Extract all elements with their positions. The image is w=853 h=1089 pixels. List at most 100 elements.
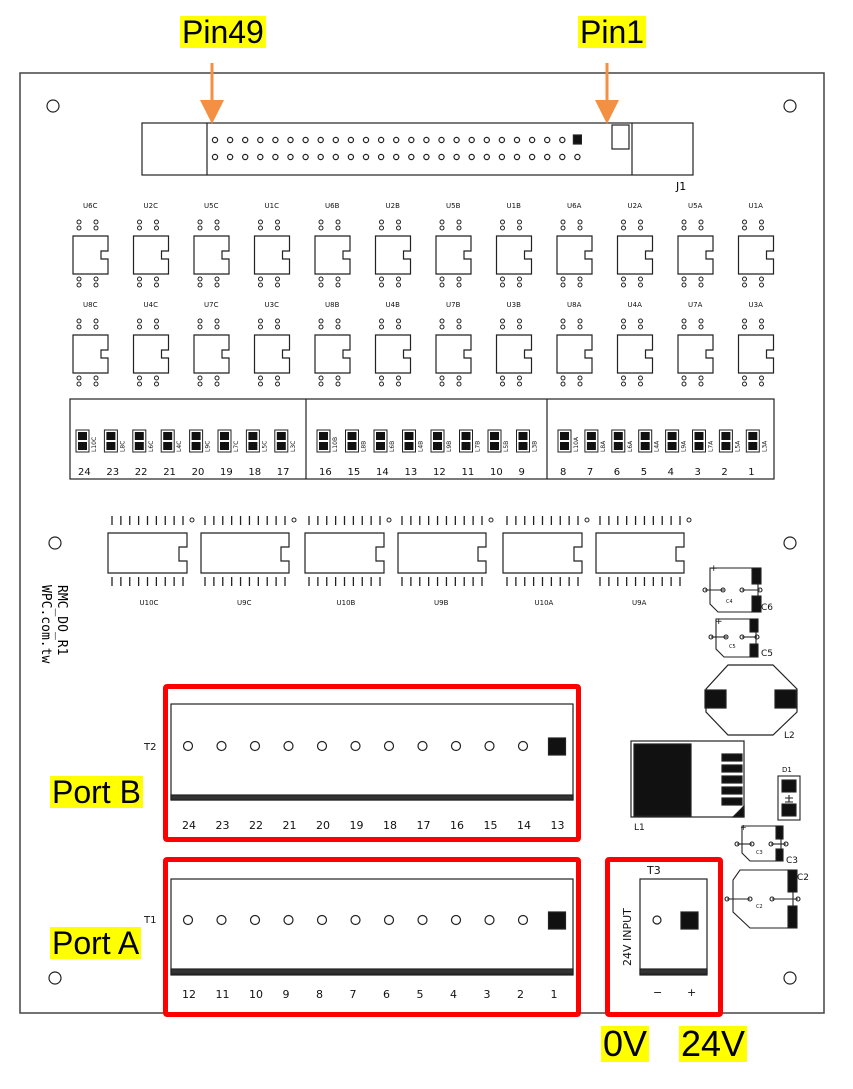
relay-body	[737, 334, 775, 374]
relay-pin	[456, 375, 462, 381]
terminal-pin-number: 21	[283, 819, 297, 832]
relay-pin	[577, 381, 583, 387]
relay-pin	[76, 276, 82, 282]
relay-pin	[759, 375, 764, 381]
j1-pin	[241, 136, 249, 144]
j1-pin	[468, 153, 475, 161]
led-label: L6B	[389, 441, 396, 452]
relay: U4C	[132, 301, 170, 387]
led-label: L4B	[418, 441, 425, 452]
relay-pin	[517, 375, 522, 381]
relay-pin	[742, 375, 747, 381]
led-pad	[106, 432, 116, 440]
relay-pin	[197, 282, 203, 288]
relay-pin	[318, 225, 324, 231]
board-vendor: WPC.com.tw	[38, 585, 53, 663]
d1-label: D1	[782, 766, 792, 774]
terminal-pin-number: 18	[383, 819, 397, 832]
power-input-frame	[605, 857, 723, 1017]
relay-pin	[638, 381, 643, 387]
relay-pin	[379, 381, 384, 387]
relay-pin	[214, 219, 220, 225]
terminal-pin	[216, 914, 227, 926]
relay-pin	[93, 225, 99, 231]
ic-label: U9C	[237, 599, 252, 607]
led-pad	[191, 432, 201, 440]
ic-pin1-marker	[386, 517, 392, 523]
led-channel-number: 15	[348, 467, 361, 478]
led-channel-number: 12	[433, 467, 446, 478]
relay-pin	[621, 381, 626, 387]
relay-pin	[439, 324, 445, 330]
24v-callout: 24V	[679, 1023, 748, 1064]
j1-pin	[362, 136, 370, 144]
relay-pin	[154, 282, 159, 288]
relay-pin	[137, 219, 142, 225]
led-channel-number: 22	[135, 467, 148, 478]
led-pad	[433, 442, 442, 450]
terminal-pin	[249, 740, 261, 752]
relay-body	[556, 235, 593, 275]
relay-pin	[681, 225, 687, 231]
terminal-pin-number: 10	[249, 988, 263, 1001]
led-pad	[319, 442, 328, 450]
relay-pin	[577, 282, 583, 288]
ic-chip: U9B	[397, 516, 494, 607]
relay-pin	[76, 318, 82, 324]
relay-pin	[396, 276, 401, 282]
relay: U5C	[193, 202, 230, 288]
terminal-pin-number: 20	[316, 819, 330, 832]
ic-pin1-marker	[291, 517, 297, 523]
terminal-pin	[383, 914, 395, 926]
relay-pin	[698, 381, 704, 387]
relay-body	[616, 334, 654, 374]
relay-body	[193, 235, 230, 275]
relay-pin	[577, 219, 583, 225]
j1-label: J1	[675, 180, 686, 193]
relay-pin	[214, 225, 220, 231]
j1-connector	[141, 122, 694, 176]
led-pad	[276, 432, 286, 440]
relay-pin	[76, 219, 82, 225]
led-pad	[106, 442, 116, 450]
inductor-l1	[630, 740, 745, 818]
led-channel-number: 10	[490, 467, 503, 478]
led-pad	[376, 442, 385, 450]
relay-pin	[379, 219, 384, 225]
led-label: L6C	[148, 441, 155, 452]
terminal-pin	[283, 740, 294, 752]
j1-pin	[513, 136, 521, 144]
terminal-pin-number: 11	[216, 988, 230, 1001]
led-channel-number: 1	[748, 467, 754, 478]
relay-pin	[742, 324, 747, 330]
relay-pin	[759, 324, 764, 330]
relay-pin	[379, 276, 384, 282]
relay-pin	[335, 324, 341, 330]
led-channel-number: 20	[192, 467, 205, 478]
ic-body	[107, 532, 188, 574]
j1-pin	[559, 153, 566, 161]
relay-pin	[698, 225, 704, 231]
led-pad	[518, 442, 528, 450]
led-pad	[461, 432, 471, 440]
inductor-l2	[704, 664, 798, 736]
led-channel-number: 8	[560, 467, 566, 478]
led-label: L7B	[475, 441, 482, 452]
j1-pin	[483, 153, 490, 161]
relay-pin	[439, 282, 445, 288]
led-pad	[640, 432, 650, 440]
relay-pin	[396, 282, 401, 288]
relay-pin	[759, 219, 764, 225]
relay-pin	[681, 219, 687, 225]
relay-pin	[560, 318, 566, 324]
j1-pin	[211, 136, 219, 144]
relay-pin	[197, 219, 203, 225]
relay: U3A	[737, 301, 775, 387]
relay-pin	[379, 225, 384, 231]
